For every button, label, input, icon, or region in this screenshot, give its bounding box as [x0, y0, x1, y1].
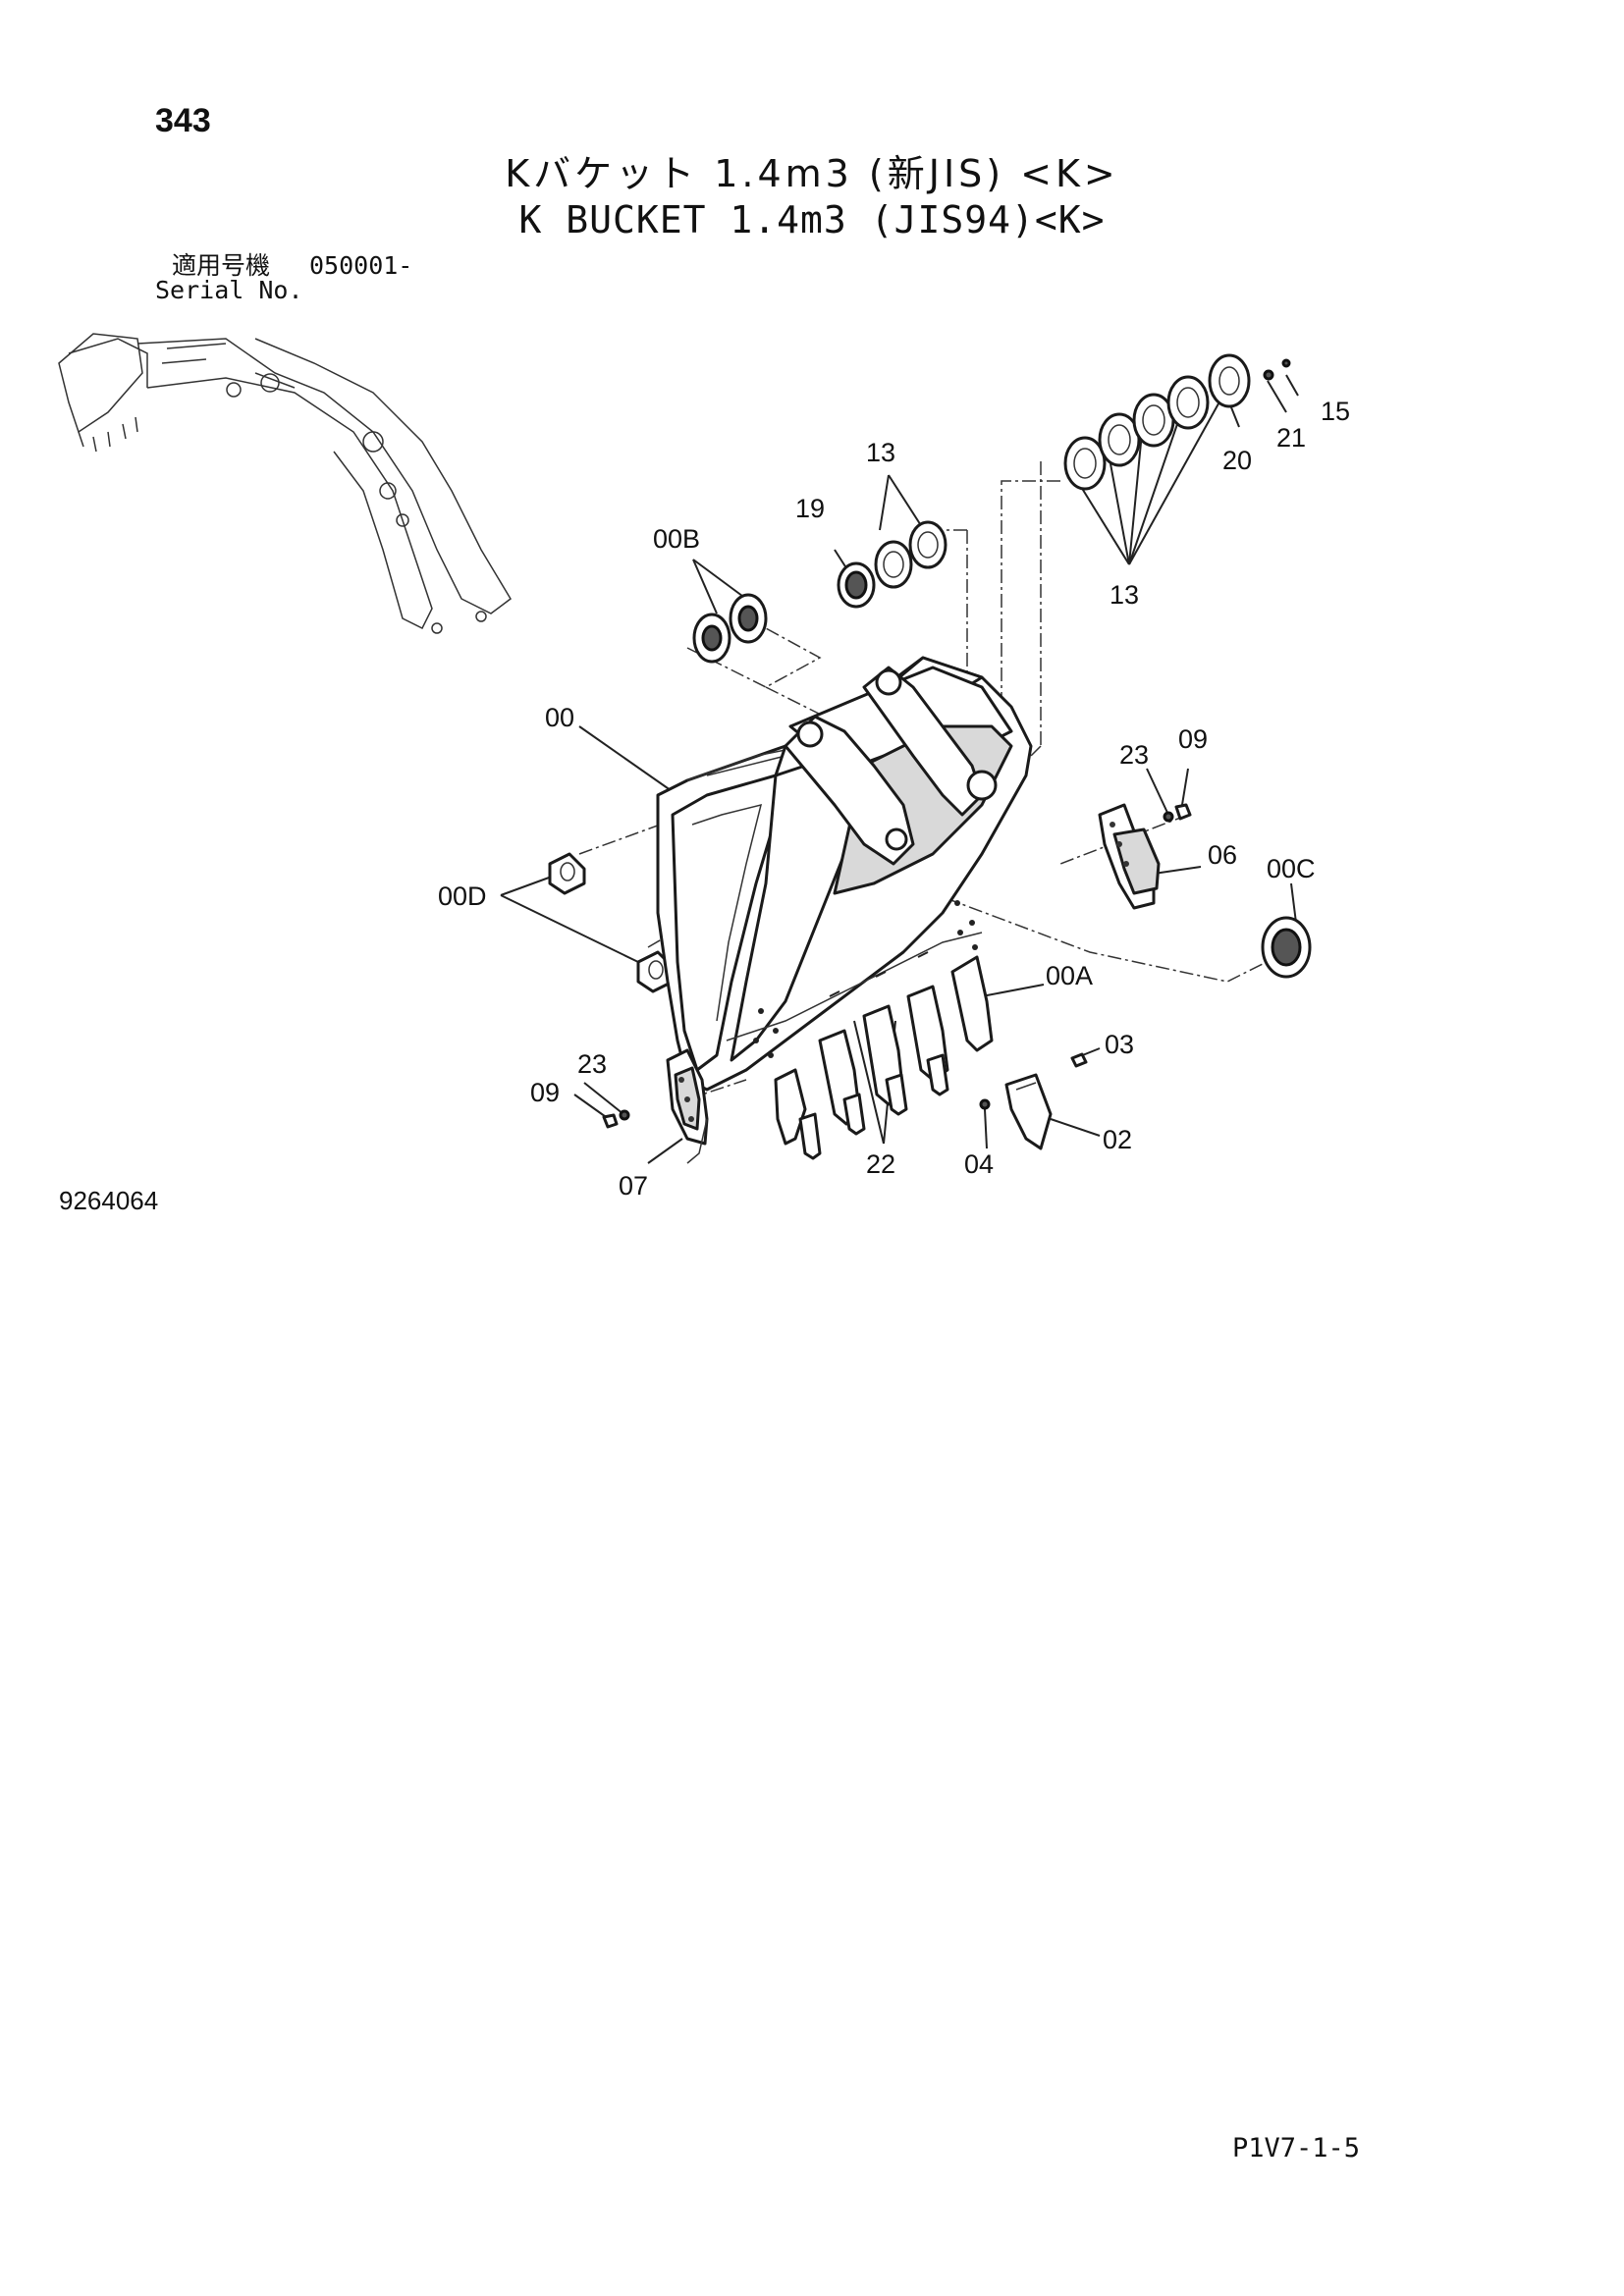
callout-03: 03	[1105, 1030, 1134, 1059]
shim-plates	[874, 353, 1251, 589]
bushing-00c	[1261, 916, 1312, 979]
callout-21: 21	[1276, 423, 1306, 453]
callout-15: 15	[1321, 397, 1350, 426]
callout-23-lower: 23	[577, 1049, 607, 1079]
callout-19: 19	[795, 494, 825, 523]
callout-22: 22	[866, 1149, 895, 1179]
bushings-00d	[548, 852, 675, 993]
callout-00b: 00B	[653, 524, 700, 554]
serial-value: 050001-	[309, 251, 413, 280]
bolt-21	[1263, 358, 1291, 381]
callout-09-lower: 09	[530, 1078, 560, 1107]
callout-00a: 00A	[1046, 961, 1093, 990]
title-english: K BUCKET 1.4m3 (JIS94)<K>	[518, 198, 1106, 241]
callout-20: 20	[1222, 446, 1252, 475]
pins-22	[829, 951, 929, 997]
bolt-nut-upper	[1163, 803, 1192, 823]
drawing-number: 9264064	[59, 1186, 159, 1215]
callout-02: 02	[1103, 1125, 1132, 1154]
bolt-nut-lower	[602, 1109, 630, 1129]
callout-04: 04	[964, 1149, 994, 1179]
tooth-02	[1004, 1073, 1053, 1150]
lock-04	[979, 1098, 991, 1110]
callout-00c: 00C	[1267, 854, 1316, 883]
bucket-body	[656, 656, 1033, 1092]
callout-23-upper: 23	[1119, 740, 1149, 770]
callout-09-upper: 09	[1178, 724, 1208, 754]
arm-inset-drawing	[58, 333, 512, 634]
side-cutter-07	[666, 1048, 709, 1164]
washer-19	[837, 561, 876, 609]
title-japanese: Kバケット 1.4m3 (新JIS) <K>	[505, 152, 1119, 195]
serial-label-japanese: 適用号機	[172, 251, 271, 280]
serial-label-english: Serial No.	[155, 276, 303, 304]
callout-labels: 15 21 20 13 13 19 00B 00 23 09 06 00C 00…	[438, 397, 1350, 1201]
pin-03	[1070, 1052, 1088, 1068]
callout-07: 07	[619, 1171, 648, 1201]
page-number: 343	[155, 102, 211, 139]
callout-00d: 00D	[438, 881, 487, 911]
bushings-00b	[692, 593, 768, 664]
page-code: P1V7-1-5	[1232, 2133, 1361, 2163]
side-cutter-06	[1098, 803, 1161, 910]
callout-06: 06	[1208, 840, 1237, 870]
callout-13-right: 13	[1110, 580, 1139, 610]
teeth-points	[798, 1053, 949, 1160]
callout-13-top: 13	[866, 438, 895, 467]
callout-00: 00	[545, 703, 574, 732]
